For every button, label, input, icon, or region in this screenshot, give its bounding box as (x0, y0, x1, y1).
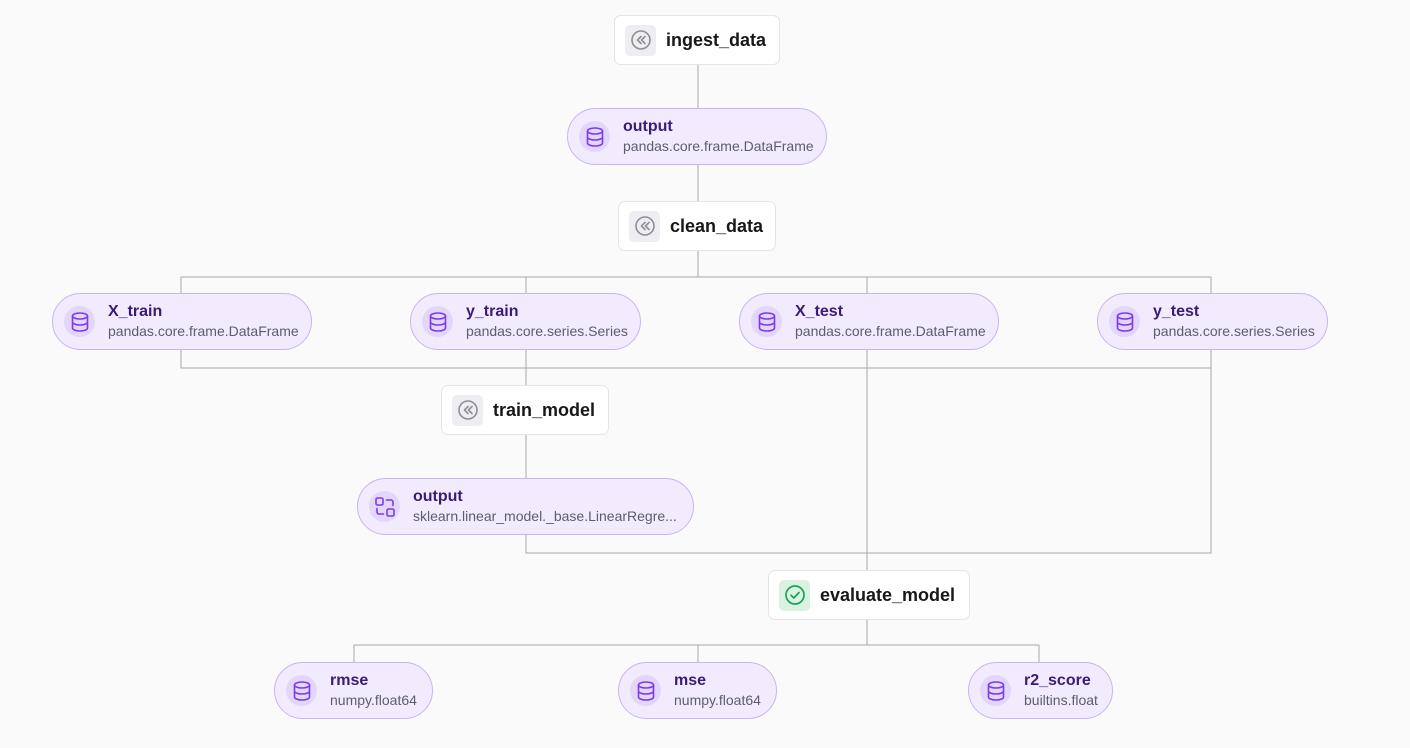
edge-xtrain-to-train (180, 349, 526, 369)
artifact-name: y_train (466, 303, 519, 320)
step-label: evaluate_model (820, 584, 956, 605)
artifact-mse[interactable]: mse numpy.float64 (618, 662, 777, 719)
artifact-name: rmse (330, 672, 369, 689)
artifact-type: pandas.core.series.Series (1153, 323, 1315, 339)
step-train-model[interactable]: train_model (441, 385, 609, 435)
step-evaluate-model[interactable]: evaluate_model (768, 570, 970, 620)
artifact-type: pandas.core.frame.DataFrame (623, 138, 814, 154)
artifact-y-train[interactable]: y_train pandas.core.series.Series (410, 293, 641, 350)
artifact-name: r2_score (1024, 672, 1091, 689)
step-clean-data[interactable]: clean_data (618, 201, 776, 251)
step-label: clean_data (670, 215, 764, 236)
artifact-ingest-output[interactable]: output pandas.core.frame.DataFrame (567, 108, 827, 165)
database-icon (980, 675, 1011, 706)
artifact-r2-score[interactable]: r2_score builtins.float (968, 662, 1113, 719)
artifact-name: output (623, 118, 673, 135)
chevrons-left-icon (629, 210, 660, 242)
database-icon (1109, 306, 1140, 337)
artifact-y-test[interactable]: y_test pandas.core.series.Series (1097, 293, 1328, 350)
step-label: train_model (493, 399, 596, 420)
edge-model-to-eval (525, 533, 867, 554)
database-icon (286, 675, 317, 706)
database-icon (630, 675, 661, 706)
artifact-name: X_train (108, 303, 163, 320)
step-label: ingest_data (666, 29, 767, 50)
artifact-type: pandas.core.frame.DataFrame (795, 323, 986, 339)
artifact-type: numpy.float64 (674, 692, 761, 708)
artifact-type: numpy.float64 (330, 692, 417, 708)
model-icon (369, 491, 400, 522)
edge-ytest-to-train (526, 349, 1212, 369)
artifact-type: sklearn.linear_model._base.LinearRegre..… (413, 508, 677, 524)
edge-ytest-to-eval (867, 368, 1212, 554)
artifact-name: output (413, 488, 463, 505)
edge-eval-to-r2 (867, 644, 1040, 662)
step-ingest-data[interactable]: ingest_data (614, 15, 780, 65)
artifact-name: X_test (795, 303, 844, 320)
database-icon (751, 306, 782, 337)
artifact-type: builtins.float (1024, 692, 1098, 708)
check-circle-icon (779, 579, 810, 611)
artifact-model-output[interactable]: output sklearn.linear_model._base.Linear… (357, 478, 694, 535)
database-icon (579, 121, 610, 152)
artifact-rmse[interactable]: rmse numpy.float64 (274, 662, 433, 719)
artifact-x-train[interactable]: X_train pandas.core.frame.DataFrame (52, 293, 312, 350)
edge-clean-to-ytest (698, 276, 1212, 293)
artifact-x-test[interactable]: X_test pandas.core.frame.DataFrame (739, 293, 999, 350)
artifact-type: pandas.core.frame.DataFrame (108, 323, 299, 339)
database-icon (64, 306, 95, 337)
chevrons-left-icon (452, 394, 483, 426)
artifact-type: pandas.core.series.Series (466, 323, 628, 339)
edge-eval-to-metrics (353, 619, 868, 662)
artifact-name: mse (674, 672, 707, 689)
edge-clean-to-splits (180, 250, 699, 293)
chevrons-left-icon (625, 24, 656, 56)
artifact-name: y_test (1153, 303, 1200, 320)
database-icon (422, 306, 453, 337)
